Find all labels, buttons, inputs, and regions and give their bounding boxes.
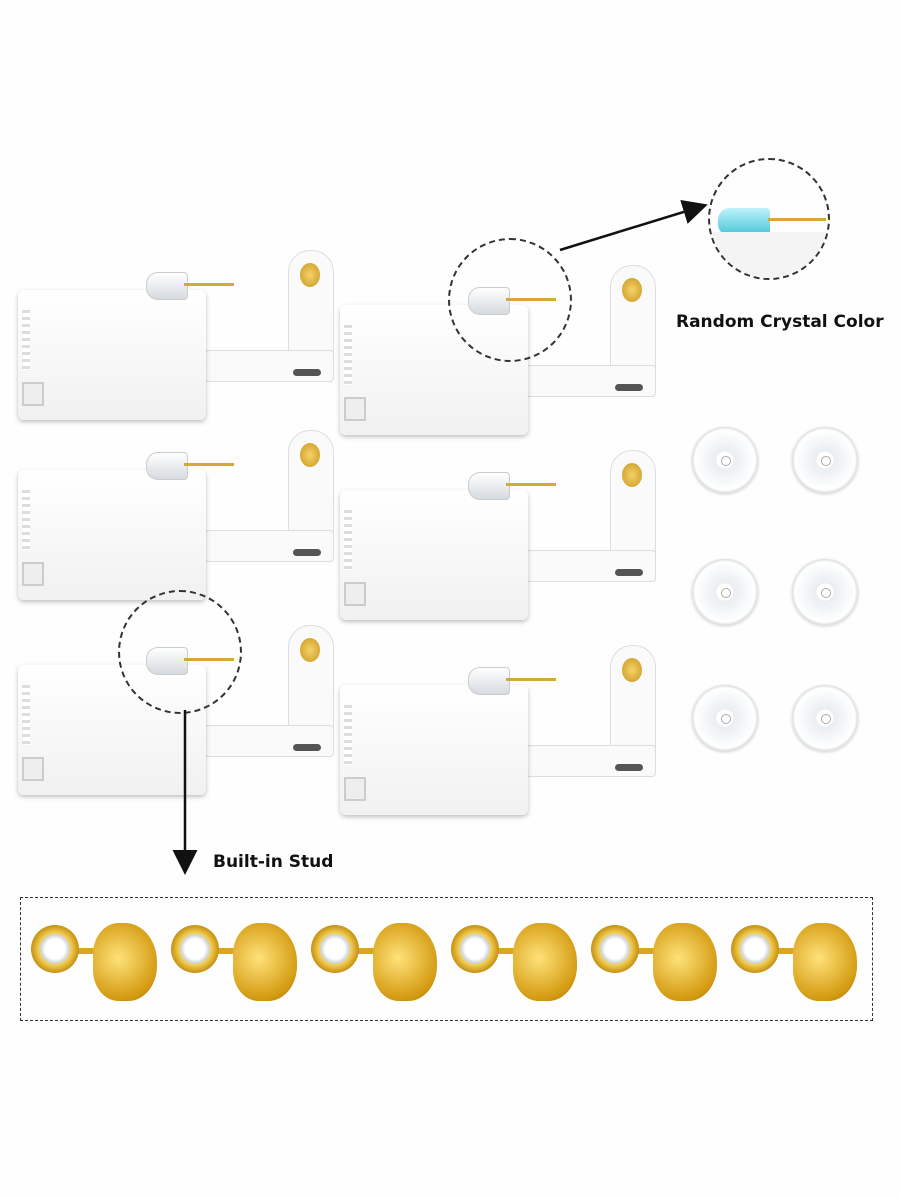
crystal-stud-icon [468, 667, 510, 695]
built-in-stud-label: Built-in Stud [213, 852, 334, 872]
needle-icon [506, 678, 556, 681]
crystal-stud-icon [146, 452, 188, 480]
slot [22, 562, 44, 586]
butterfly-back-icon [93, 923, 157, 1001]
piercer-body [340, 490, 528, 620]
handle-hole [293, 369, 321, 376]
gold-stud-icon [622, 463, 642, 487]
gold-stud-icon [622, 658, 642, 682]
handle-hole [615, 569, 643, 576]
crystal-bezel-icon [451, 925, 499, 973]
needle-icon [184, 283, 234, 286]
zoom-circle-needle [448, 238, 572, 362]
ear-piercer-unit [340, 645, 660, 845]
piercer-top [710, 232, 828, 278]
slot [22, 382, 44, 406]
silicone-earring-back [692, 685, 758, 751]
vents [344, 705, 352, 765]
silicone-earring-back [792, 427, 858, 493]
crystal-stud-icon [468, 472, 510, 500]
vents [344, 510, 352, 570]
crystal-stud-icon [146, 272, 188, 300]
butterfly-back-icon [513, 923, 577, 1001]
butterfly-back-icon [373, 923, 437, 1001]
silicone-earring-back [792, 685, 858, 751]
gold-stud-icon [300, 443, 320, 467]
handle-hole [615, 384, 643, 391]
butterfly-back-icon [653, 923, 717, 1001]
gold-stud-pair [31, 913, 161, 1008]
crystal-detail-circle [708, 158, 830, 280]
handle-hole [615, 764, 643, 771]
ear-piercer-unit [18, 250, 338, 450]
zoom-circle-stud [118, 590, 242, 714]
needle-icon [184, 463, 234, 466]
piercer-body [340, 685, 528, 815]
ear-piercer-unit [18, 625, 338, 825]
piercer-body [18, 470, 206, 600]
piercer-body [18, 665, 206, 795]
handle-hole [293, 549, 321, 556]
silicone-earring-back [692, 559, 758, 625]
gold-stud-pair [171, 913, 301, 1008]
gold-stud-icon [300, 638, 320, 662]
butterfly-back-icon [793, 923, 857, 1001]
crystal-icon [718, 208, 770, 236]
gold-stud-pair [451, 913, 581, 1008]
handle-bar [526, 745, 656, 777]
crystal-bezel-icon [171, 925, 219, 973]
ear-piercer-unit [340, 450, 660, 650]
handle-bar [204, 725, 334, 757]
needle-icon [506, 483, 556, 486]
handle-bar [204, 530, 334, 562]
silicone-earring-back [792, 559, 858, 625]
slot [344, 397, 366, 421]
stud-showcase-box [20, 897, 873, 1021]
slot [344, 777, 366, 801]
crystal-bezel-icon [731, 925, 779, 973]
crystal-bezel-icon [591, 925, 639, 973]
crystal-bezel-icon [31, 925, 79, 973]
silicone-earring-back [692, 427, 758, 493]
handle-hole [293, 744, 321, 751]
slot [344, 582, 366, 606]
handle-bar [526, 550, 656, 582]
crystal-bezel-icon [311, 925, 359, 973]
gold-stud-pair [591, 913, 721, 1008]
vents [22, 310, 30, 370]
crystal-color-label: Random Crystal Color [676, 312, 884, 332]
gold-stud-pair [731, 913, 861, 1008]
vents [22, 685, 30, 745]
vents [22, 490, 30, 550]
needle-icon [768, 218, 826, 221]
butterfly-back-icon [233, 923, 297, 1001]
handle-bar [526, 365, 656, 397]
vents [344, 325, 352, 385]
piercer-body [18, 290, 206, 420]
gold-stud-icon [622, 278, 642, 302]
slot [22, 757, 44, 781]
gold-stud-pair [311, 913, 441, 1008]
arrow-crystal [559, 199, 708, 252]
gold-stud-icon [300, 263, 320, 287]
ear-piercer-unit [18, 430, 338, 630]
